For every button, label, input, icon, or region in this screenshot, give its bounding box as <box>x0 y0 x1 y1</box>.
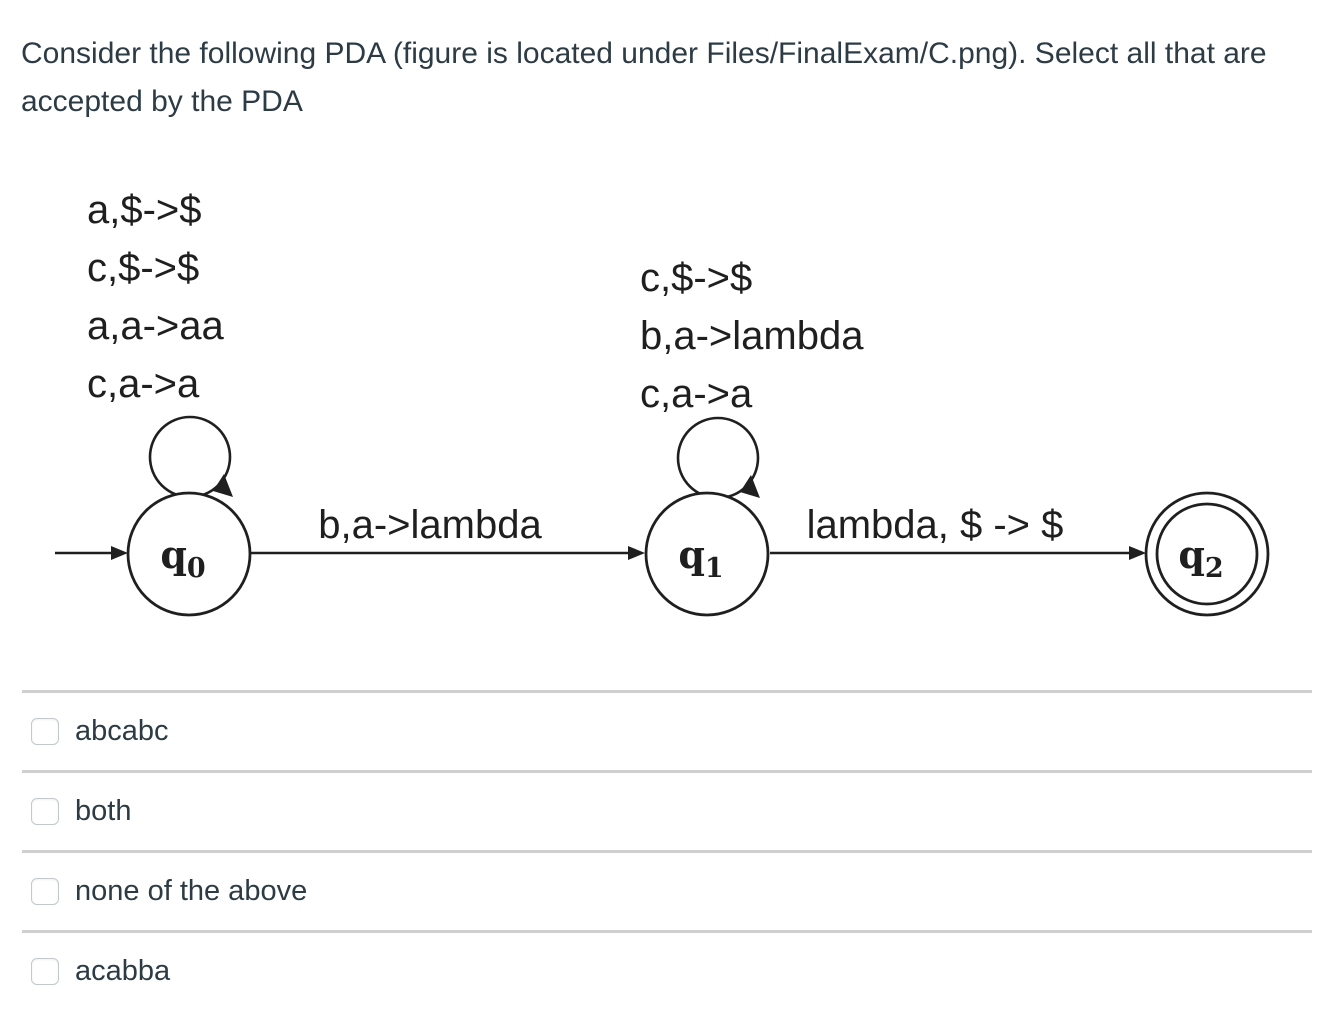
checkbox-none-of-the-above[interactable] <box>31 878 59 905</box>
edge-q1-q2-arrowhead-icon <box>1129 546 1146 560</box>
q0-rule-1: a,$->$ <box>87 188 202 232</box>
answer-options: abcabc both none of the above acabba <box>0 690 1318 1010</box>
option-label[interactable]: abcabc <box>75 715 169 747</box>
state-q2-inner-circle <box>1155 502 1259 606</box>
q1-self-loop-arrowhead-icon <box>740 475 760 498</box>
state-q2-outer-circle <box>1144 491 1270 617</box>
state-q0-circle <box>126 491 252 617</box>
checkbox-abcabc[interactable] <box>31 718 59 745</box>
question-text: Consider the following PDA (figure is lo… <box>21 37 1267 118</box>
q1-rule-2: b,a->lambda <box>640 314 864 358</box>
edge-q1-q2-label: lambda, $ -> $ <box>807 503 1064 547</box>
q0-rule-4: c,a->a <box>87 362 200 406</box>
edge-q0-q1-arrowhead-icon <box>628 546 645 560</box>
option-row-none-of-the-above[interactable]: none of the above <box>22 850 1312 930</box>
checkbox-acabba[interactable] <box>31 958 59 985</box>
option-label[interactable]: none of the above <box>75 875 308 907</box>
state-q1-circle <box>644 491 770 617</box>
edge-q0-q1-label: b,a->lambda <box>318 503 542 547</box>
q1-rule-3: c,a->a <box>640 372 753 416</box>
option-label[interactable]: acabba <box>75 955 171 987</box>
q0-self-loop-arrowhead-icon <box>213 474 233 497</box>
pda-figure: a,$->$ c,$->$ a,a->aa c,a->a c,$->$ b,a-… <box>0 120 1318 680</box>
state-q1-label: q1 <box>678 532 723 584</box>
checkbox-both[interactable] <box>31 798 59 825</box>
pda-diagram-svg: a,$->$ c,$->$ a,a->aa c,a->a c,$->$ b,a-… <box>55 188 1270 617</box>
start-arrowhead-icon <box>111 546 128 560</box>
option-row-acabba[interactable]: acabba <box>22 930 1312 1010</box>
option-label[interactable]: both <box>75 795 132 827</box>
q1-rule-1: c,$->$ <box>640 256 752 300</box>
state-q0-label: q0 <box>160 532 205 584</box>
option-row-both[interactable]: both <box>22 770 1312 850</box>
q0-rule-3: a,a->aa <box>87 304 225 348</box>
option-row-abcabc[interactable]: abcabc <box>22 690 1312 770</box>
state-q2-label: q2 <box>1178 532 1223 584</box>
q0-rule-2: c,$->$ <box>87 246 199 290</box>
